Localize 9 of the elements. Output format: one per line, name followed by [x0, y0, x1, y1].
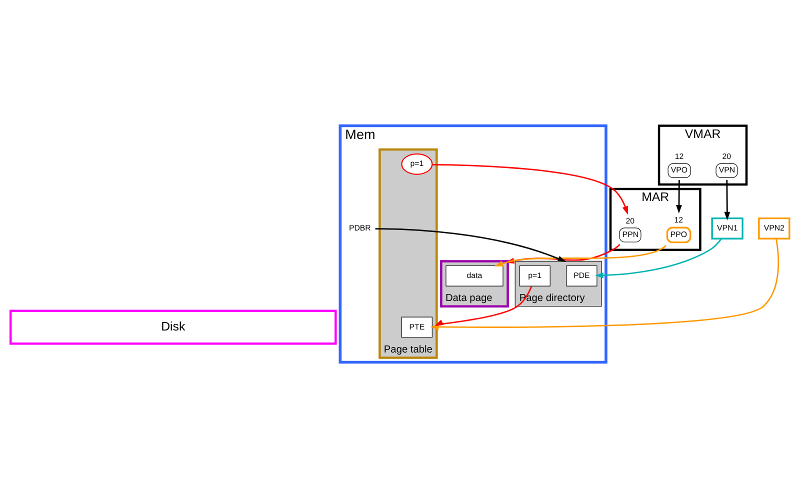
arrow [494, 244, 666, 266]
arrow [724, 180, 730, 220]
arrow [375, 228, 566, 262]
arrow [430, 238, 780, 330]
arrow [676, 180, 682, 214]
arrow [434, 285, 532, 326]
arrow [432, 164, 628, 214]
arrow [594, 238, 722, 278]
node-box: Disk [9, 309, 337, 344]
